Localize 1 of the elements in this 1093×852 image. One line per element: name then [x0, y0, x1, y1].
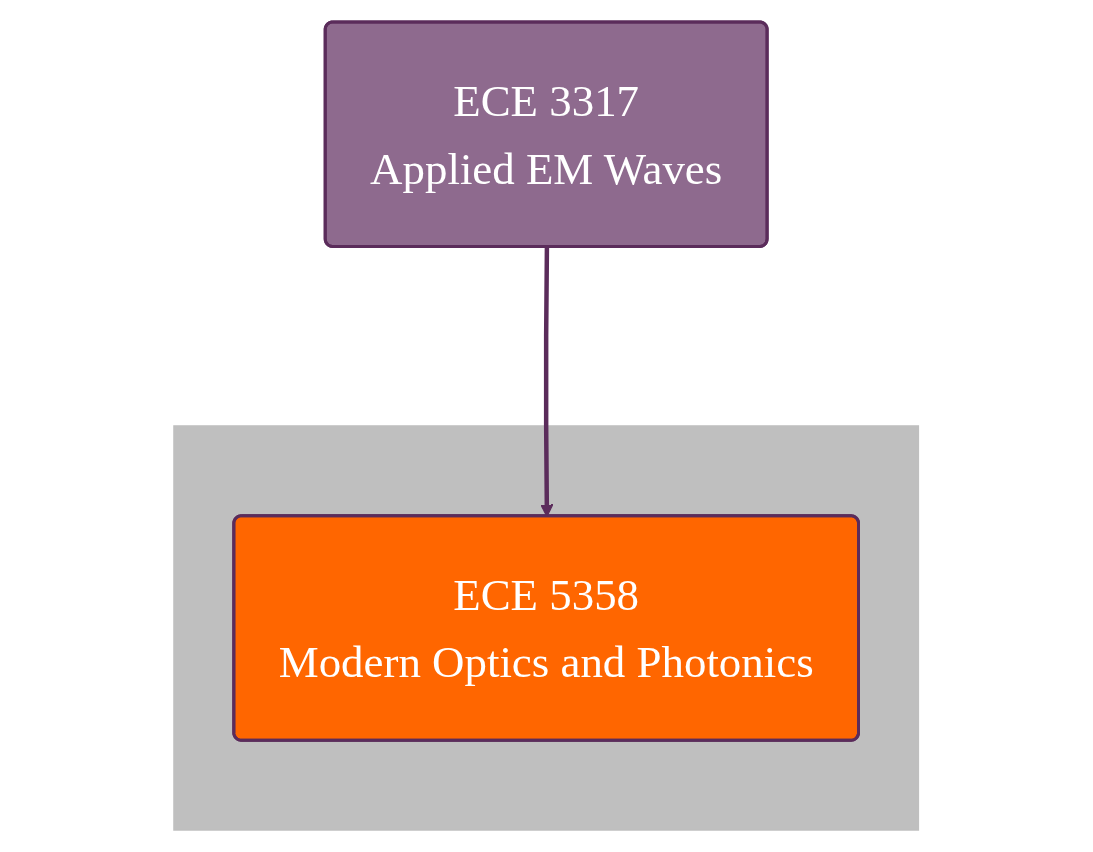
cluster [173, 425, 920, 831]
